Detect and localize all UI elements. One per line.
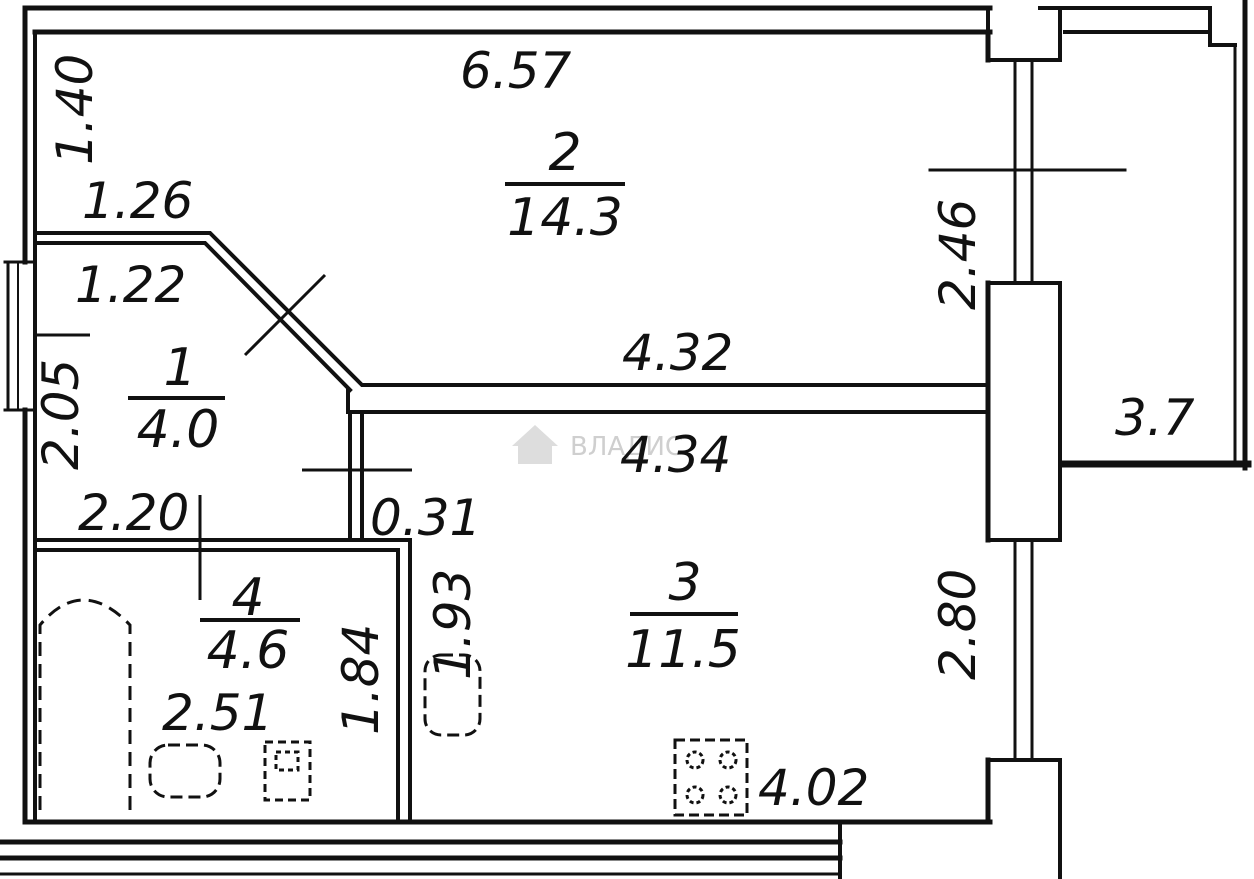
room-1-number: 1 xyxy=(163,338,196,398)
door-mark-room2-a xyxy=(243,273,327,357)
stove-burner-3-icon xyxy=(685,785,705,805)
dim-bath-height: 1.84 xyxy=(332,624,390,735)
dim-corridor-inner: 1.22 xyxy=(75,256,186,314)
fixtures xyxy=(38,598,749,817)
room-3-label: 3 11.5 xyxy=(625,553,741,680)
watermark-text: ВЛАДИС xyxy=(570,432,683,462)
dim-room2-bottom: 4.32 xyxy=(622,324,733,382)
room-2-label: 2 14.3 xyxy=(505,123,625,248)
room-labels: 2 14.3 1 4.0 3 11.5 4 4.6 xyxy=(128,123,741,681)
room-4-label: 4 4.6 xyxy=(200,568,300,681)
dim-corridor-top: 1.26 xyxy=(82,172,193,230)
room-1-area: 4.0 xyxy=(137,400,220,460)
washer-drum-icon xyxy=(274,750,300,772)
dim-left-top: 1.40 xyxy=(46,54,104,165)
door-marks xyxy=(35,273,412,600)
dim-top-width: 6.57 xyxy=(460,42,572,100)
stove-burner-2-icon xyxy=(718,750,738,770)
dim-room3-bottom: 4.02 xyxy=(758,759,869,817)
dim-room3-top: 4.34 xyxy=(620,426,731,484)
dimension-labels: 6.57 1.40 1.26 1.22 2.05 2.20 2.46 4.32 … xyxy=(32,42,1195,817)
dim-balcony: 3.7 xyxy=(1115,389,1195,447)
room-2-area: 14.3 xyxy=(507,188,623,248)
room-3-number: 3 xyxy=(668,553,701,613)
dim-corridor-bottom: 2.20 xyxy=(78,484,189,542)
dim-bath-width: 2.51 xyxy=(162,684,273,742)
stove-burner-1-icon xyxy=(685,750,705,770)
corridor-partition-outer xyxy=(33,231,990,387)
room-1-label: 1 4.0 xyxy=(128,338,225,460)
room-2-number: 2 xyxy=(548,123,581,183)
house-logo-icon xyxy=(512,425,558,464)
dim-partition: 0.31 xyxy=(370,489,481,547)
washer-icon xyxy=(263,740,312,802)
watermark: ВЛАДИС xyxy=(512,425,683,464)
kitchen-sink-icon xyxy=(423,653,482,737)
corridor-partition-inner xyxy=(33,241,353,393)
dim-corridor-height: 2.05 xyxy=(32,359,90,470)
dim-room2-right: 2.46 xyxy=(929,199,987,310)
room-3-area: 11.5 xyxy=(625,620,741,680)
dim-room3-right: 2.80 xyxy=(929,569,987,680)
stove-burner-4-icon xyxy=(718,785,738,805)
dim-bath-right: 1.93 xyxy=(424,569,482,680)
room-4-area: 4.6 xyxy=(207,621,290,681)
stove-icon xyxy=(673,738,749,817)
